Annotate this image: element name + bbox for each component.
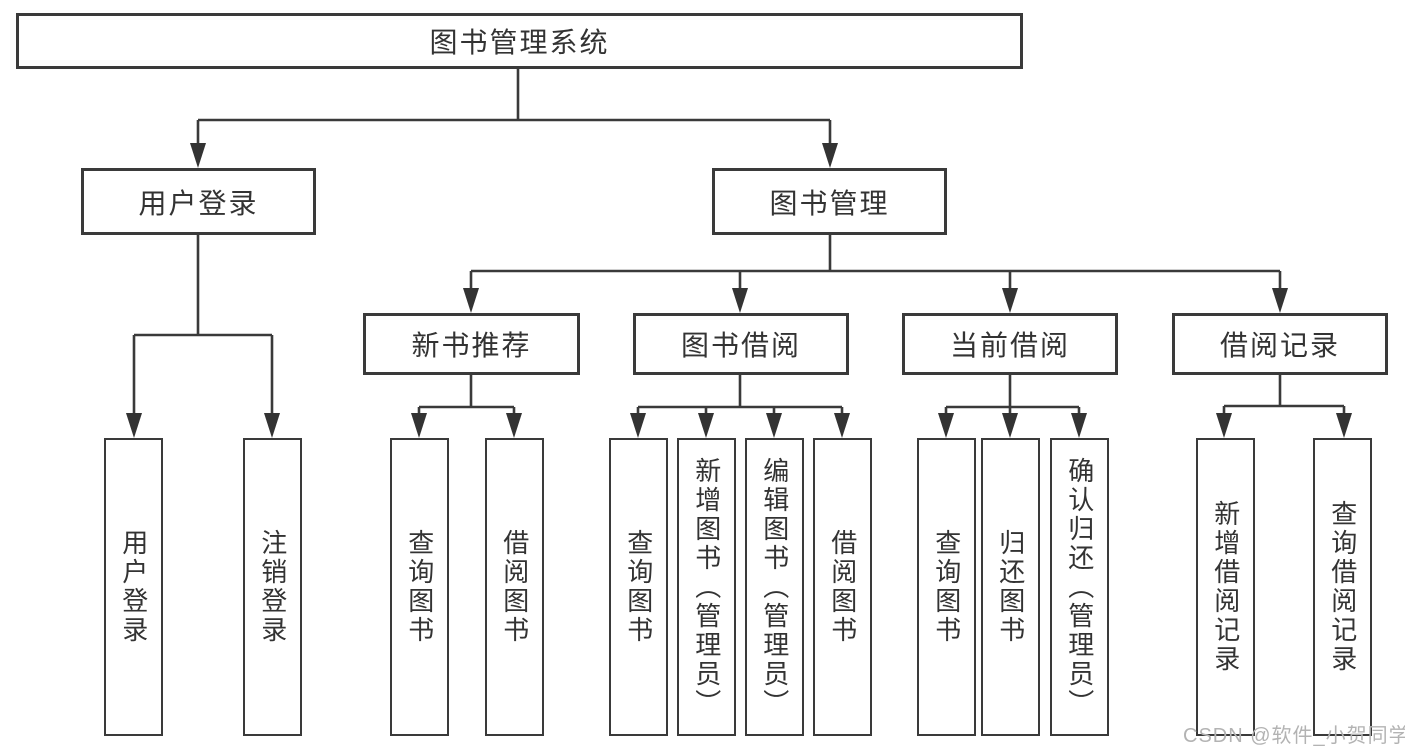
leaf-records-query-record: 查询借阅记录 [1313, 438, 1372, 736]
node-root: 图书管理系统 [16, 13, 1023, 69]
leaf-borrow-query-books: 查询图书 [609, 438, 668, 736]
leaf-current-return-books-label: 归还图书 [995, 529, 1026, 645]
node-new-book-recommend: 新书推荐 [363, 313, 580, 375]
leaf-current-query-books: 查询图书 [917, 438, 976, 736]
leaf-borrow-edit-books-admin-label: 编辑图书（管理员） [759, 456, 790, 718]
node-book-management-label: 图书管理 [769, 187, 890, 219]
leaf-current-confirm-return-admin-label: 确认归还（管理员） [1064, 456, 1095, 718]
leaf-logout: 注销登录 [243, 438, 302, 736]
leaf-borrow-add-books-admin: 新增图书（管理员） [677, 438, 736, 736]
arrowheads [126, 143, 1352, 438]
node-book-borrow-label: 图书借阅 [680, 330, 801, 361]
leaf-borrow-query-books-label: 查询图书 [623, 529, 654, 645]
node-current-borrow-label: 当前借阅 [949, 330, 1070, 361]
node-user-login-label: 用户登录 [138, 187, 259, 219]
leaf-user-login: 用户登录 [104, 438, 163, 736]
leaf-records-add-record: 新增借阅记录 [1196, 438, 1255, 736]
leaf-newbook-query-books: 查询图书 [390, 438, 449, 736]
node-borrow-records-label: 借阅记录 [1219, 330, 1340, 361]
node-root-label: 图书管理系统 [429, 27, 610, 58]
leaf-newbook-query-books-label: 查询图书 [404, 529, 435, 645]
node-borrow-records: 借阅记录 [1172, 313, 1388, 375]
leaf-records-add-record-label: 新增借阅记录 [1210, 500, 1241, 674]
leaf-borrow-borrow-books: 借阅图书 [813, 438, 872, 736]
leaf-current-return-books: 归还图书 [981, 438, 1040, 736]
node-current-borrow: 当前借阅 [902, 313, 1118, 375]
leaf-newbook-borrow-books: 借阅图书 [485, 438, 544, 736]
node-book-management: 图书管理 [712, 168, 947, 235]
leaf-borrow-edit-books-admin: 编辑图书（管理员） [745, 438, 804, 736]
leaf-newbook-borrow-books-label: 借阅图书 [499, 529, 530, 645]
node-book-borrow: 图书借阅 [633, 313, 849, 375]
node-user-login: 用户登录 [81, 168, 316, 235]
leaf-logout-label: 注销登录 [257, 529, 288, 645]
node-new-book-recommend-label: 新书推荐 [411, 330, 532, 361]
leaf-borrow-add-books-admin-label: 新增图书（管理员） [691, 456, 722, 718]
csdn-watermark: CSDN @软件_小贺同学 [1183, 725, 1405, 747]
leaf-borrow-borrow-books-label: 借阅图书 [827, 529, 858, 645]
leaf-user-login-label: 用户登录 [118, 529, 149, 645]
leaf-current-confirm-return-admin: 确认归还（管理员） [1050, 438, 1109, 736]
leaf-current-query-books-label: 查询图书 [931, 529, 962, 645]
leaf-records-query-record-label: 查询借阅记录 [1327, 500, 1358, 674]
